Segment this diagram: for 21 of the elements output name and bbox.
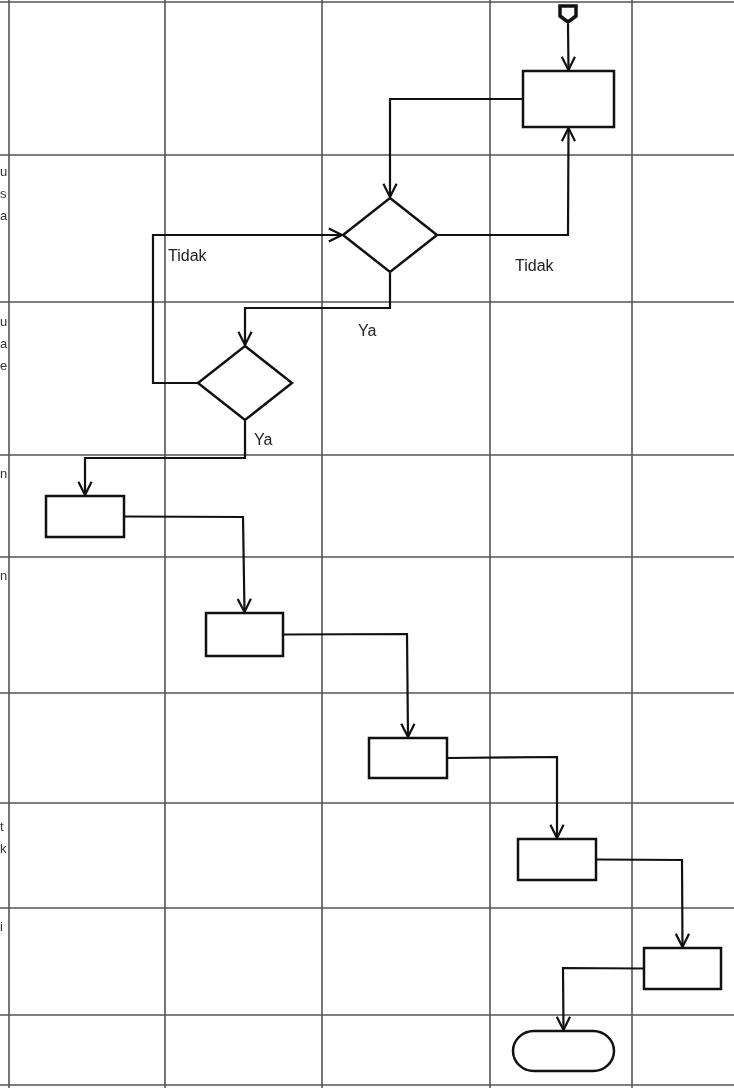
process-box bbox=[522, 70, 615, 128]
lane-label: n bbox=[0, 569, 8, 582]
lane-label: s bbox=[0, 187, 7, 200]
lane-label: t bbox=[0, 820, 4, 833]
decision-diamond bbox=[342, 197, 438, 273]
lane-label: i bbox=[0, 920, 3, 933]
process-box bbox=[517, 838, 597, 881]
process-box bbox=[643, 947, 722, 990]
lane-label: e bbox=[0, 359, 8, 372]
lane-label: u bbox=[0, 315, 8, 328]
lane-label: k bbox=[0, 842, 7, 855]
process-box bbox=[368, 737, 448, 779]
lane-label: a bbox=[0, 209, 8, 222]
process-box bbox=[205, 612, 284, 657]
off-page-connector bbox=[558, 4, 578, 24]
decision-diamond bbox=[197, 345, 293, 421]
process-box bbox=[45, 495, 125, 538]
lane-label: a bbox=[0, 337, 8, 350]
lane-label: n bbox=[0, 467, 8, 480]
lane-label: u bbox=[0, 165, 8, 178]
terminator-shape bbox=[512, 1030, 615, 1072]
